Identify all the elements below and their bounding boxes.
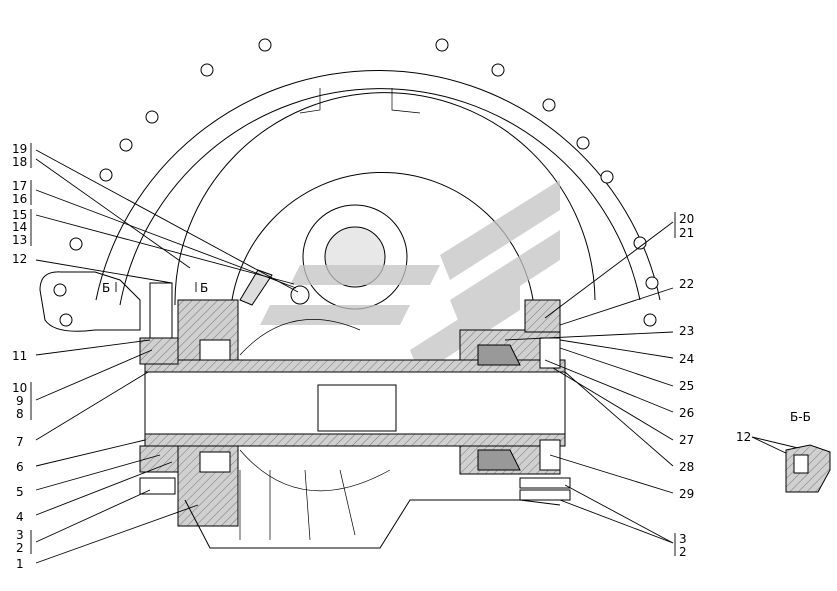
upper-boss (302, 204, 408, 310)
label-25: 25 (679, 379, 694, 393)
label-28: 28 (679, 460, 694, 474)
label-27: 27 (679, 433, 694, 447)
label-15: 15 (12, 208, 27, 222)
inner-arc-lower (239, 449, 391, 492)
right-bearing (459, 299, 561, 475)
label-10: 10 (12, 381, 27, 395)
label-4: 4 (16, 510, 24, 524)
inner-arc-upper (239, 319, 361, 356)
label-26: 26 (679, 406, 694, 420)
label-12: 12 (12, 252, 27, 266)
label-14: 14 (12, 220, 27, 234)
label-22: 22 (679, 277, 694, 291)
right-callouts: 20 21 22 23 24 25 26 27 28 29 3 2 (674, 212, 694, 559)
label-3-right: 3 (679, 532, 687, 546)
main-shaft (144, 359, 566, 447)
lower-ribs (239, 469, 356, 541)
lower-housing (184, 499, 561, 549)
label-2-left: 2 (16, 541, 24, 555)
inset-title: Б-Б (790, 410, 811, 424)
label-6: 6 (16, 460, 24, 474)
inset-section: Б-Б 12 (736, 410, 831, 493)
label-2-right: 2 (679, 545, 687, 559)
label-11: 11 (12, 349, 27, 363)
label-7: 7 (16, 435, 24, 449)
label-9: 9 (16, 394, 24, 408)
label-8: 8 (16, 407, 24, 421)
label-24: 24 (679, 352, 694, 366)
label-5: 5 (16, 485, 24, 499)
bolt-holes (53, 38, 659, 327)
section-mark-left: Б (102, 281, 117, 295)
label-21: 21 (679, 226, 694, 240)
label-3-left: 3 (16, 528, 24, 542)
housing-flange (95, 69, 661, 331)
section-letter-left: Б (102, 281, 110, 295)
right-leader-lines (504, 221, 674, 544)
bottom-bolts (139, 477, 571, 501)
left-callouts: 19 18 17 16 15 14 13 12 11 10 9 8 7 6 5 … (12, 142, 32, 571)
left-hub (139, 282, 239, 527)
label-29: 29 (679, 487, 694, 501)
label-17: 17 (12, 179, 27, 193)
inset-label-12: 12 (736, 430, 751, 444)
label-19: 19 (12, 142, 27, 156)
left-leader-lines (35, 149, 299, 564)
label-23: 23 (679, 324, 694, 338)
label-13: 13 (12, 233, 27, 247)
section-mark-right: Б (195, 281, 208, 295)
label-1: 1 (16, 557, 24, 571)
label-18: 18 (12, 155, 27, 169)
label-16: 16 (12, 192, 27, 206)
mounting-ear (39, 271, 141, 332)
section-letter-right: Б (200, 281, 208, 295)
label-20: 20 (679, 212, 694, 226)
